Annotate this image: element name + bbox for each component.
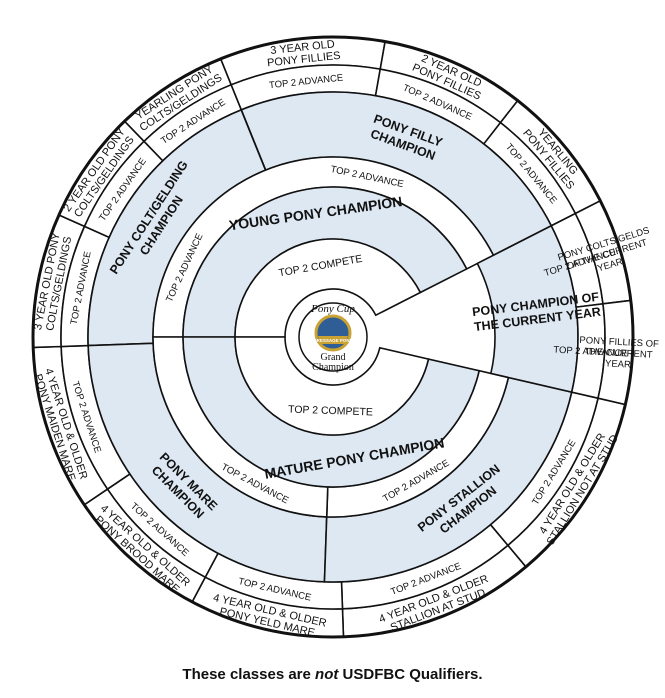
wheel-shapes — [31, 35, 635, 639]
logo-medal — [314, 314, 352, 352]
logo-subtitle-2: Champion — [312, 362, 354, 373]
footer-note: These classes are not USDFBC Qualifiers. — [0, 666, 665, 683]
advance-label-fillies-current: TOP 2 ADVANCE — [553, 345, 628, 360]
footer-after: USDFBC Qualifiers. — [338, 666, 483, 683]
logo-subtitle-1: Grand — [321, 352, 346, 363]
logo-ring-text: DRESSAGE PONY — [313, 338, 352, 343]
compete-ring-bottom — [234, 336, 430, 436]
logo-title: Pony Cup — [310, 303, 355, 315]
class-label-fillies-current-year: PONY FILLIES OFTHE CURRENTYEAR — [578, 335, 659, 372]
logo-ribbon — [318, 336, 348, 344]
footer-emphasis: not — [315, 666, 339, 683]
footer-before: These classes are — [182, 666, 316, 683]
compete-label-bottom: TOP 2 COMPETE — [288, 404, 373, 419]
pony-cup-logo: Pony Cup DRESSAGE PONY Grand Champion — [298, 302, 368, 373]
class-label-three-year-fillies: 3 YEAR OLDPONY FILLIES — [265, 38, 341, 70]
compete-ring-top — [234, 238, 422, 338]
wheel-rim — [31, 35, 635, 639]
